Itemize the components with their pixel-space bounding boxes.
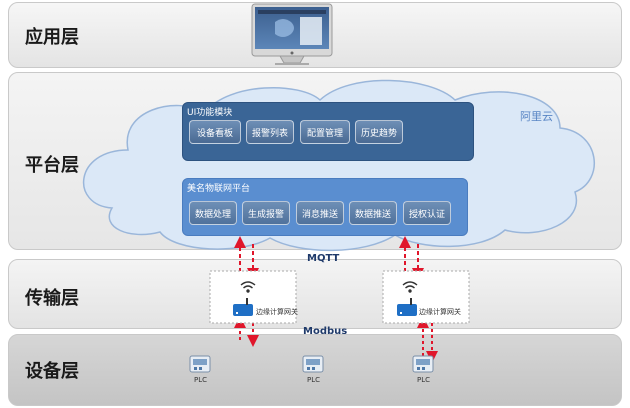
arrows-right-upper — [399, 236, 424, 280]
plc-icon — [189, 355, 211, 373]
arrows-left-upper — [234, 236, 259, 280]
data-processing-button: 数据处理 — [189, 201, 237, 225]
plc-label: PLC — [417, 376, 431, 384]
authorization-button: 授权认证 — [403, 201, 451, 225]
config-management-button: 配置管理 — [300, 120, 350, 144]
plc-icon — [302, 355, 324, 373]
plc-label: PLC — [194, 376, 208, 384]
history-trend-button: 历史趋势 — [355, 120, 403, 144]
plc-label: PLC — [307, 376, 321, 384]
iot-platform-title: 美名物联网平台 — [187, 184, 251, 194]
arrows-left-lower — [234, 316, 259, 347]
transport-layer: 传输层 — [8, 259, 622, 329]
device-layer-label: 设备层 — [25, 361, 79, 382]
ui-module-title: UI功能模块 — [187, 108, 233, 118]
platform-layer-label: 平台层 — [25, 155, 79, 176]
modbus-label: Modbus — [303, 326, 348, 337]
data-push-button: 数据推送 — [349, 201, 397, 225]
computer-monitor-icon — [251, 3, 333, 65]
gateway-device-icon — [233, 298, 253, 316]
transport-layer-label: 传输层 — [25, 288, 79, 309]
wifi-icon — [240, 281, 256, 293]
generate-alarm-button: 生成报警 — [242, 201, 290, 225]
gateway-device-icon — [397, 298, 417, 316]
gateway-frame-left — [209, 270, 297, 324]
application-layer-label: 应用层 — [25, 27, 79, 48]
cloud-provider-label: 阿里云 — [520, 110, 553, 123]
message-push-button: 消息推送 — [296, 201, 344, 225]
gateway-label-left: 边缘计算网关 — [256, 308, 298, 316]
device-dashboard-button: 设备看板 — [189, 120, 241, 144]
wifi-icon — [402, 281, 418, 293]
mqtt-label: MQTT — [307, 253, 340, 264]
gateway-label-right: 边缘计算网关 — [419, 308, 461, 316]
plc-icon — [412, 355, 434, 373]
alarm-list-button: 报警列表 — [246, 120, 294, 144]
arrows-right-lower — [417, 316, 438, 363]
